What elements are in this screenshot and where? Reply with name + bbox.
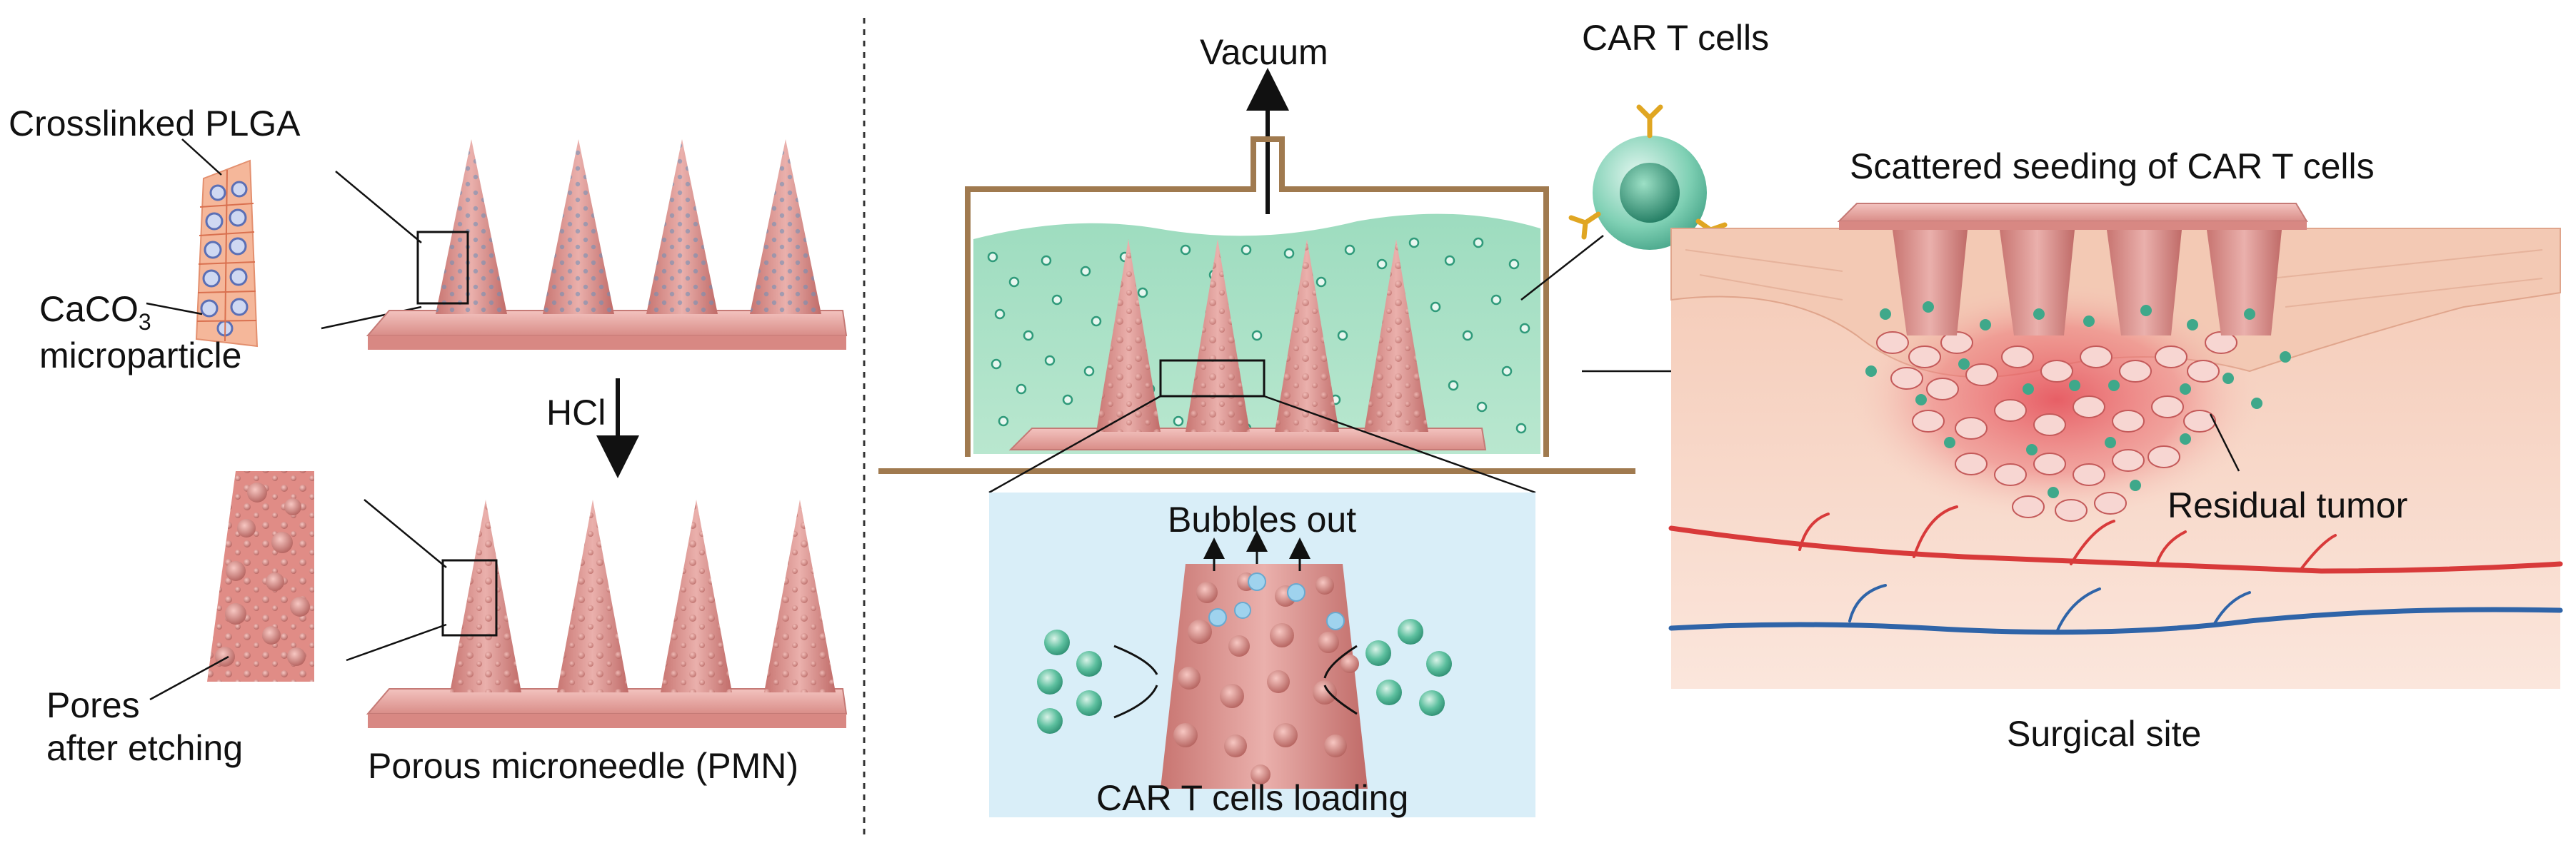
chamber-microneedle-array — [1008, 239, 1487, 450]
residual-tumor-label: Residual tumor — [2167, 485, 2407, 525]
needle-1c — [646, 139, 718, 314]
cells-left — [1037, 630, 1158, 734]
plga-swatch — [195, 159, 259, 348]
loading-caption: CAR T cells loading — [1096, 778, 1408, 818]
tissue-block — [1668, 228, 2563, 689]
tumor-cells — [1876, 331, 2237, 522]
fabrication-panel: Crosslinked PLGA CaCO3 microparticle — [9, 104, 848, 786]
needle-2a — [450, 500, 521, 692]
needle-2d — [764, 500, 836, 692]
after-etching-label: after etching — [46, 728, 243, 768]
car-t-cells-label: CAR T cells — [1582, 18, 1769, 58]
loading-inset: Bubbles out CAR T cells loading — [989, 493, 1535, 818]
crosslinked-plga-label: Crosslinked PLGA — [9, 104, 301, 143]
needle-1d — [750, 139, 821, 314]
needle-2c — [661, 500, 732, 692]
caco3-main: CaCO — [39, 289, 139, 329]
vacuum-chamber — [878, 136, 1635, 474]
zoom-box-1 — [416, 231, 469, 305]
microneedle-array-porous — [366, 500, 848, 728]
needle-1b — [543, 139, 614, 314]
needle-2b — [557, 500, 628, 692]
pores-label: Pores — [46, 685, 140, 725]
etched-swatch — [207, 471, 314, 682]
seeding-label: Scattered seeding of CAR T cells — [1850, 146, 2375, 186]
caco3-microparticles — [200, 181, 249, 337]
hcl-label: HCl — [546, 393, 606, 433]
bubbles-arrows — [1203, 530, 1310, 571]
blood-vessels — [1668, 505, 2563, 635]
surgical-site-label: Surgical site — [2007, 714, 2201, 754]
needle-1a — [436, 139, 507, 314]
applied-patch — [1837, 203, 2308, 335]
application-panel: Scattered seeding of CAR T cells Residua… — [1582, 146, 2563, 754]
zoom-box-3 — [1159, 359, 1266, 398]
microneedle-array-plga — [366, 139, 848, 350]
bubbles-out-label: Bubbles out — [1168, 500, 1356, 540]
caco3-label: CaCO3 — [39, 289, 151, 335]
bubbles — [1208, 572, 1345, 630]
zoom-box-2 — [441, 559, 498, 637]
loading-panel: Vacuum — [878, 18, 1769, 818]
caco3-subscript: 3 — [139, 309, 151, 335]
pmn-caption: Porous microneedle (PMN) — [368, 746, 798, 786]
microparticle-label: microparticle — [39, 335, 241, 375]
vacuum-label: Vacuum — [1200, 32, 1328, 72]
cells-right — [1323, 619, 1452, 716]
infiltrating-car-t-cells — [1865, 301, 2291, 498]
